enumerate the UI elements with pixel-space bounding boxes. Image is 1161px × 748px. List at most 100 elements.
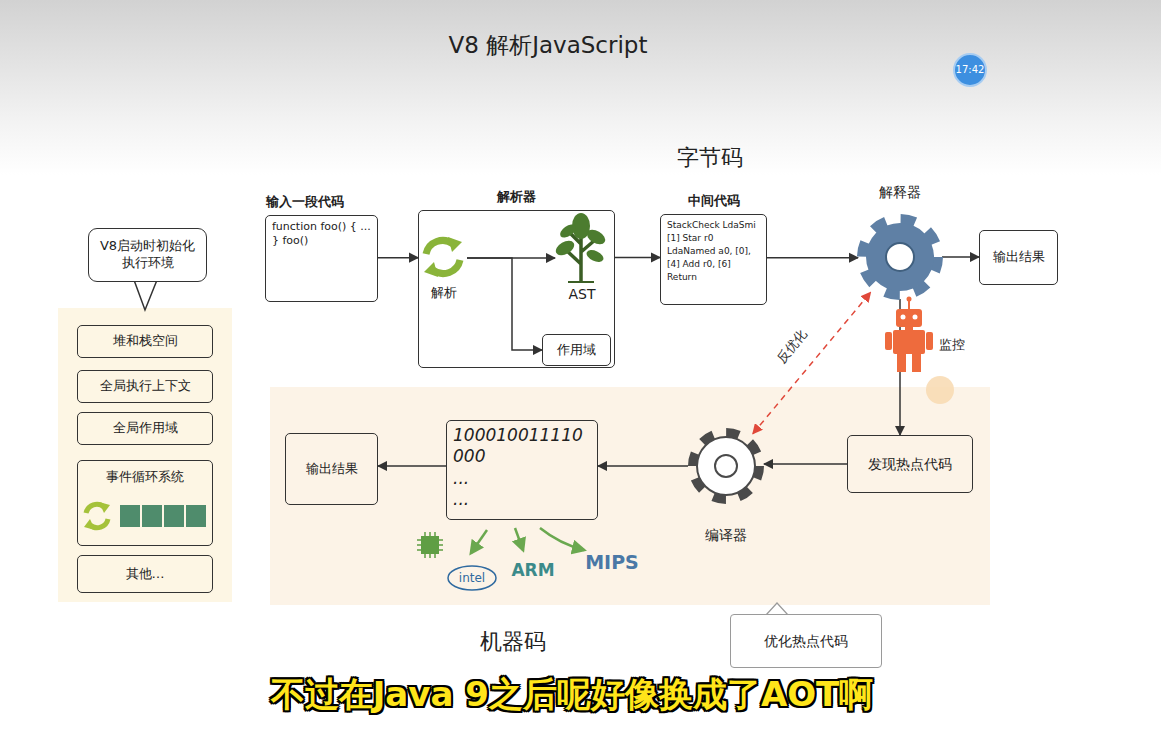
robot-eye (901, 315, 906, 320)
section-label: 机器码 (480, 629, 546, 655)
cycle-arrow (433, 260, 460, 274)
top-shade (0, 0, 1161, 175)
target-arrow (515, 528, 523, 550)
tree-ground (568, 281, 594, 283)
box-text: 输出结果 (993, 249, 1045, 266)
robot-leg (897, 354, 906, 372)
tree-leaf (585, 248, 606, 265)
robot-head (896, 309, 922, 327)
robot-neck (905, 327, 913, 330)
loop-arrow-head (84, 519, 95, 530)
flow-arrow (764, 463, 847, 465)
code-box: 输入一段代码function foo() { ... } foo() (265, 215, 378, 302)
cycle-arrow-head (424, 262, 438, 277)
output-box: 输出结果 (285, 433, 378, 505)
compiler-gear: 编译器 (688, 428, 764, 504)
video-subtitle: 不过在Java 9之后呢好像换成了AOT啊 (271, 674, 874, 715)
env-box: 全局执行上下文 (77, 370, 213, 403)
robot-leg (912, 354, 921, 372)
cycle-arrow (426, 240, 453, 254)
env-box: 堆和栈空间 (77, 325, 213, 358)
env-panel (58, 308, 232, 602)
cpu-brand: intel (459, 571, 485, 585)
output-box: 输出结果 (979, 230, 1058, 285)
timestamp-badge (954, 54, 986, 86)
box-heading: 中间代码 (661, 193, 766, 210)
box-text: 优化热点代码 (764, 632, 848, 650)
robot-arm (885, 332, 892, 350)
robot-antenna (907, 297, 912, 302)
env-box: 全局作用域 (77, 412, 213, 445)
bubble-tail (134, 280, 157, 310)
queue-cell (186, 505, 206, 527)
icon-label: 编译器 (705, 526, 747, 544)
box-text: 输出结果 (306, 461, 358, 478)
icon-label: 解析 (431, 285, 457, 302)
queue-cell (142, 505, 162, 527)
queue-cell (164, 505, 184, 527)
parse-step: 解析 (421, 235, 467, 281)
gear-teeth (693, 433, 759, 499)
parser-box: 解析器解析AST作用域 (418, 210, 615, 368)
flow-arrow (942, 256, 979, 258)
robot-eye (913, 315, 918, 320)
box-text: V8启动时初始化执行环境 (97, 238, 198, 272)
gear-body (697, 437, 755, 495)
tooltip-box: 优化热点代码 (730, 614, 882, 668)
diagram-title: V8 解析JavaScript (449, 32, 648, 60)
box-text: 全局执行上下文 (100, 378, 191, 395)
robot-arm (926, 332, 933, 350)
ast-step: AST (555, 215, 609, 283)
env-box: 其他… (77, 555, 213, 593)
interpreter-gear (862, 219, 938, 295)
flow-arrow (378, 465, 446, 467)
hotspot-box: 发现热点代码 (847, 435, 973, 493)
monitor-label: 监控 (939, 337, 965, 353)
chip-icon (417, 528, 584, 590)
box-text: 100010011110 000 ... ... (453, 425, 591, 510)
box-text: 作用域 (557, 342, 596, 359)
scope-box: 作用域 (542, 334, 611, 366)
robot-icon (885, 297, 933, 373)
box-heading: 输入一段代码 (266, 194, 377, 211)
tree-leaf (558, 222, 578, 241)
cpu-brand: ARM (511, 560, 554, 580)
box-text: StackCheck LdaSmi [1] Star r0 LdaNamed a… (667, 219, 760, 284)
robot-body (893, 330, 925, 354)
event-loop-icon (84, 502, 206, 530)
section-label: 字节码 (677, 145, 743, 171)
intel-logo-ring (448, 566, 496, 590)
box-text: 堆和栈空间 (113, 333, 178, 350)
flow-arrow (378, 257, 418, 259)
compiler-gear (693, 433, 759, 499)
box-heading: 解析器 (419, 189, 614, 206)
flow-arrow (615, 257, 660, 259)
box-text: function foo() { ... } foo() (272, 220, 371, 249)
box-text: 其他… (126, 566, 165, 583)
cpu-brand: MIPS (585, 551, 639, 574)
icon-label: AST (568, 285, 595, 303)
flow-arrow (467, 258, 542, 350)
cycle-arrow-head (448, 237, 462, 252)
loop-arrow-head (99, 502, 110, 513)
icon-label: 解释器 (879, 183, 921, 201)
target-arrow (540, 528, 584, 550)
tree-leaf (553, 238, 576, 258)
interpreter-gear: 解释器 (858, 215, 942, 299)
parse-icon (424, 237, 462, 277)
cursor-dot (926, 376, 954, 404)
gear-hole (886, 243, 914, 271)
gear-teeth (862, 219, 938, 295)
ast-tree-icon (553, 213, 607, 282)
target-arrow (471, 530, 487, 553)
timestamp: 17:42 (956, 64, 985, 76)
chip-pins (417, 532, 443, 558)
bytecode-box: 中间代码StackCheck LdaSmi [1] Star r0 LdaNam… (660, 214, 767, 305)
tree-leaf (584, 227, 607, 247)
queue-cell (120, 505, 140, 527)
chip-body (421, 536, 439, 554)
flow-arrow (598, 465, 688, 467)
